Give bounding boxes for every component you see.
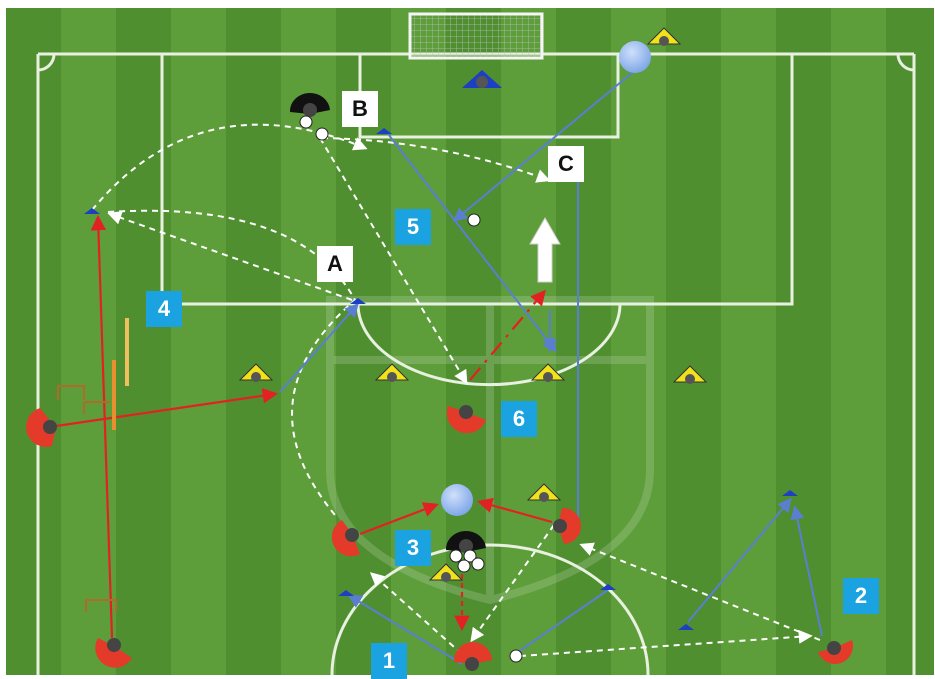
blue-target-ball — [441, 484, 473, 516]
goal — [410, 14, 542, 58]
step-label-3: 3 — [395, 530, 431, 566]
step-label-2: 2 — [843, 578, 879, 614]
blue-cone-cap — [476, 76, 488, 88]
zone-label-a: A — [317, 246, 353, 282]
step-label-5: 5 — [395, 209, 431, 245]
step-label-6: 6 — [501, 401, 537, 437]
step-label-1: 1 — [371, 643, 407, 679]
zone-label-c: C — [548, 146, 584, 182]
grass-stripes — [6, 8, 934, 675]
step-label-4: 4 — [146, 291, 182, 327]
zone-label-b: B — [342, 91, 378, 127]
blue-target-ball — [619, 41, 651, 73]
